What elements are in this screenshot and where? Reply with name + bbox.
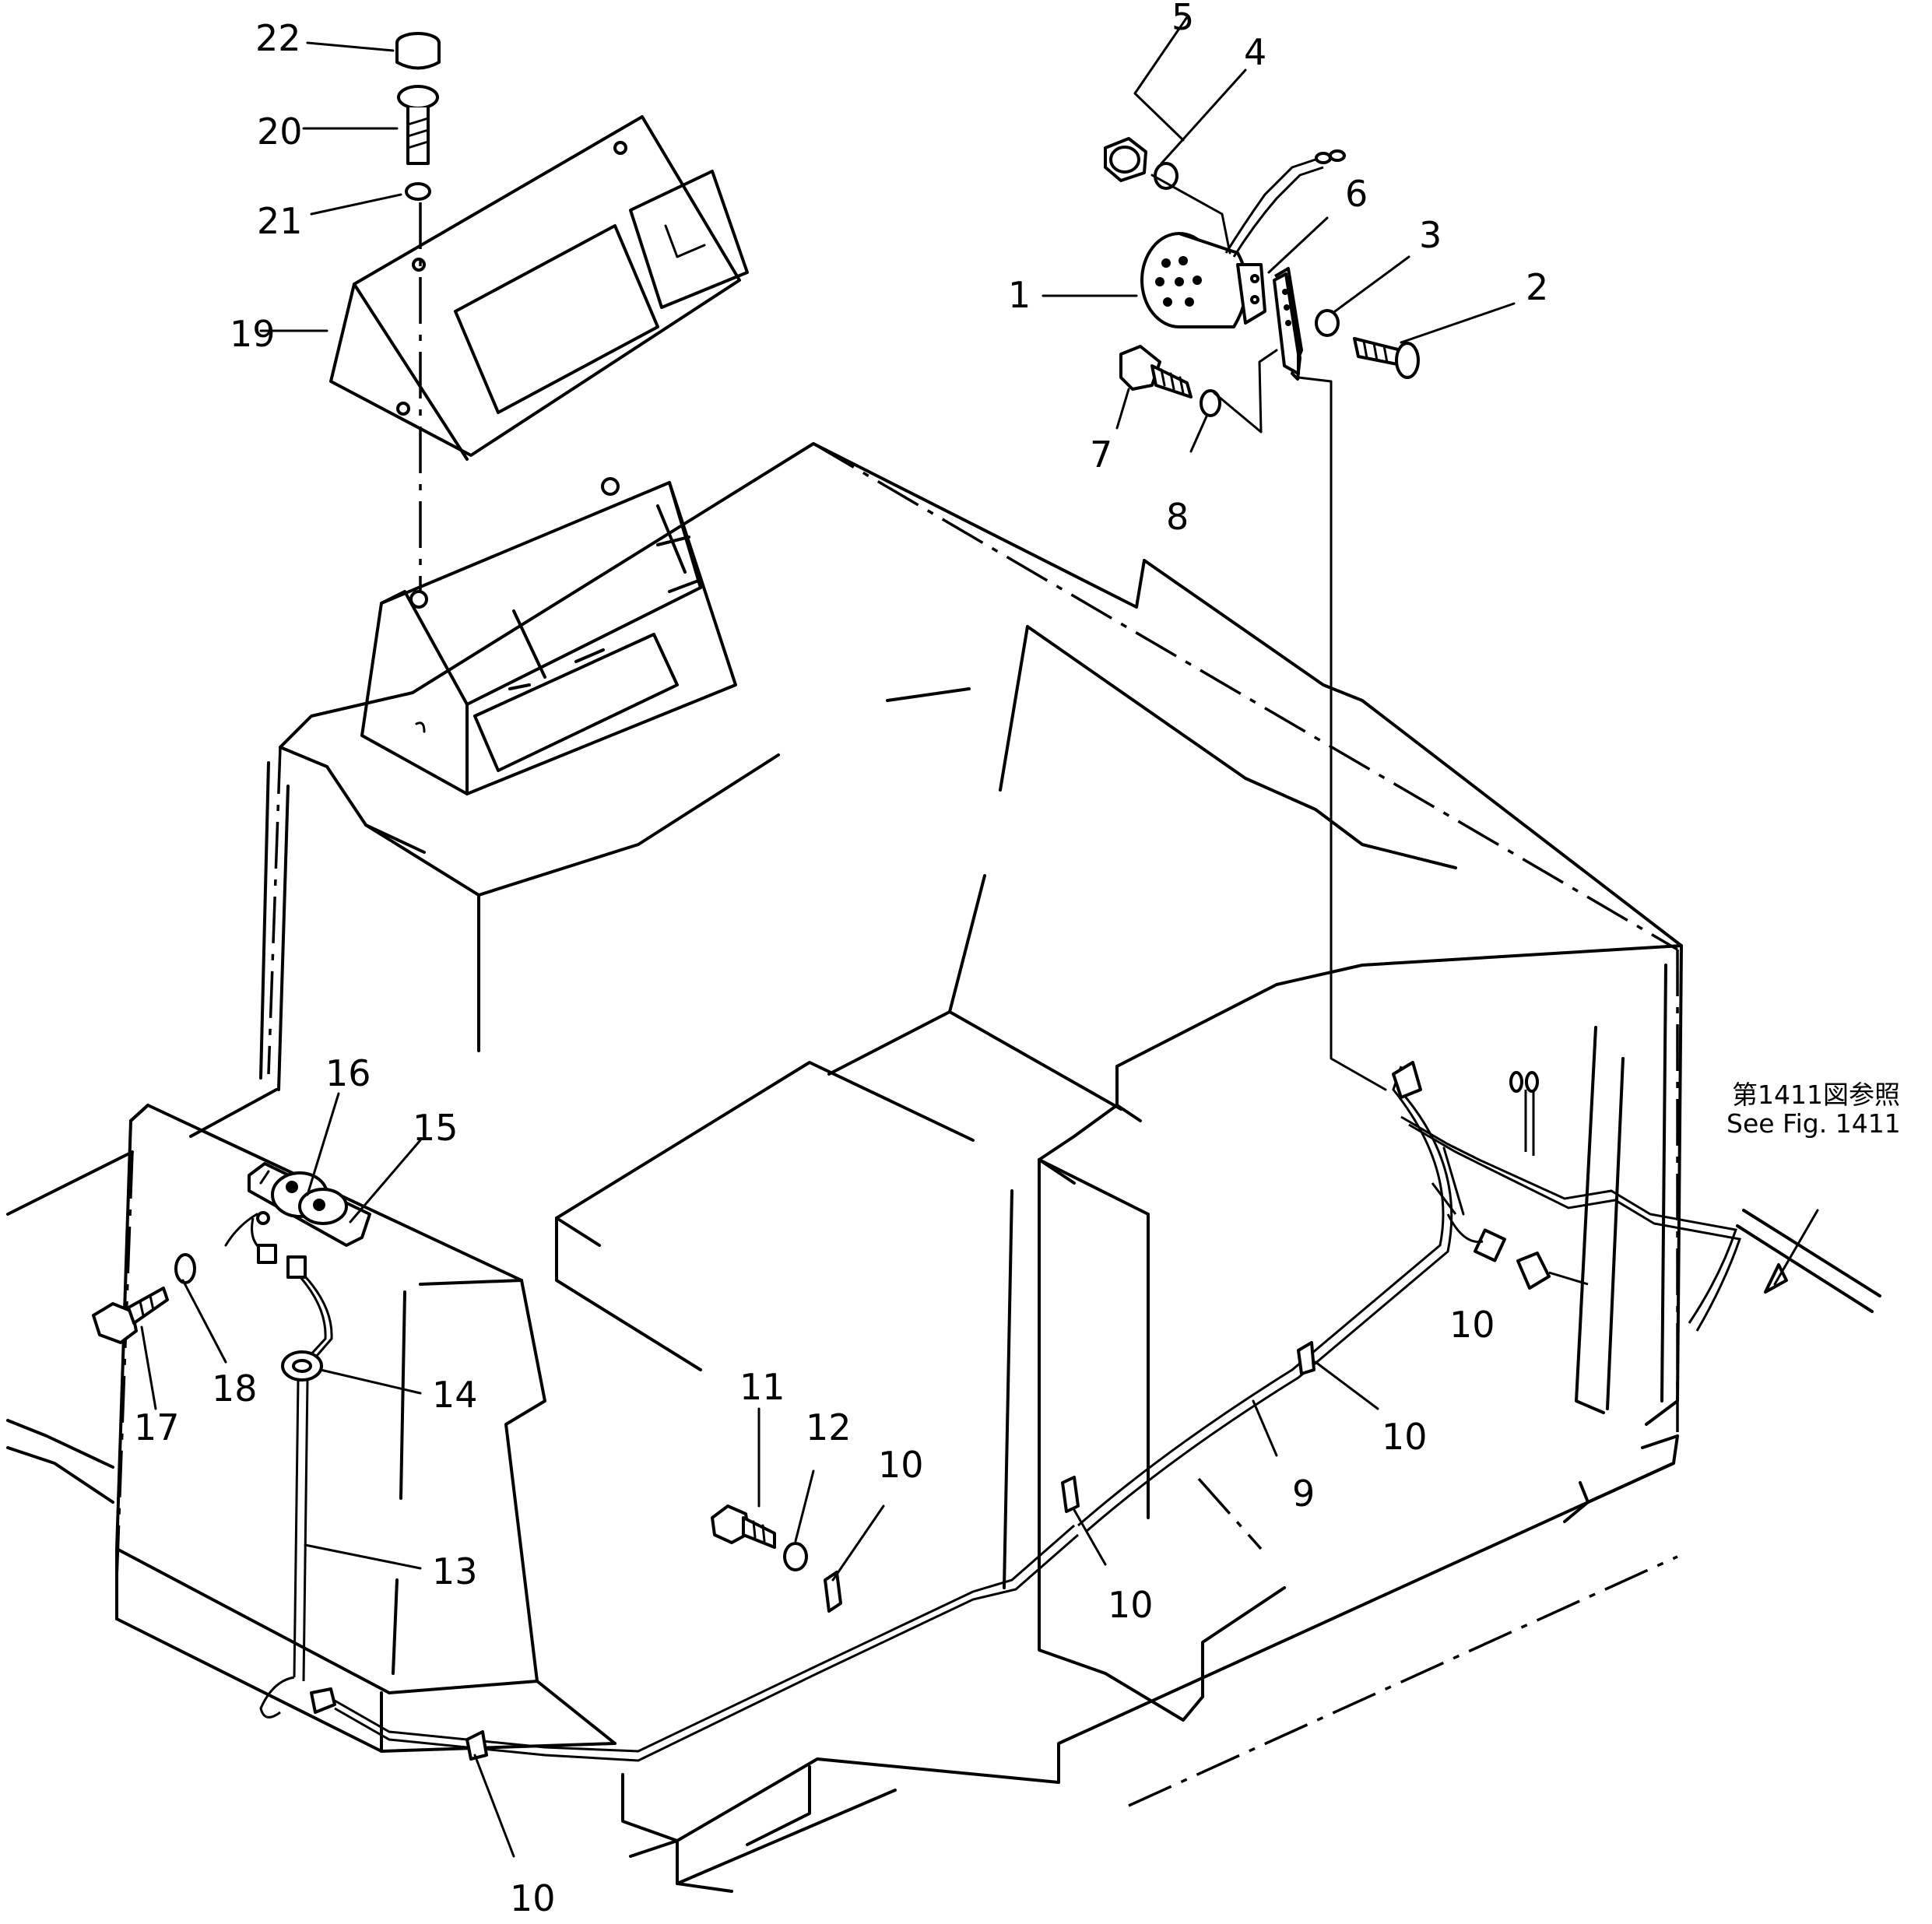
- callout-3: 3: [1419, 214, 1442, 256]
- callout-10-right-top: 10: [1449, 1304, 1495, 1346]
- callout-8: 8: [1166, 496, 1189, 538]
- callout-4: 4: [1244, 31, 1266, 73]
- leader-lines: [140, 16, 1819, 1858]
- callout-20: 20: [257, 111, 303, 153]
- callout-22: 22: [255, 17, 301, 59]
- reference-jp: 第1411図参照: [1732, 1080, 1900, 1110]
- callout-13: 13: [432, 1550, 478, 1592]
- callout-9: 9: [1292, 1473, 1315, 1515]
- callout-18: 18: [212, 1368, 258, 1410]
- reference-en: See Fig. 1411: [1727, 1108, 1901, 1139]
- callout-14: 14: [432, 1374, 478, 1416]
- dashboard-installed: [360, 477, 737, 795]
- wire-harness-9: [465, 1061, 1881, 1761]
- callout-2: 2: [1526, 266, 1548, 308]
- bolt-17-washer-18: [92, 1253, 196, 1344]
- callout-6: 6: [1345, 173, 1368, 215]
- cab-body: [6, 442, 1683, 1893]
- callout-15: 15: [413, 1107, 458, 1149]
- callout-7: 7: [1090, 434, 1112, 476]
- callout-10-right-mid: 10: [1382, 1416, 1428, 1458]
- callout-10-bottom: 10: [510, 1877, 556, 1919]
- wire-harness-13: [259, 1255, 1079, 1762]
- callout-12: 12: [806, 1406, 852, 1448]
- callout-1: 1: [1008, 274, 1031, 316]
- callout-16: 16: [325, 1052, 371, 1094]
- callout-10-center: 10: [878, 1444, 924, 1486]
- callout-17: 17: [134, 1406, 180, 1448]
- switch-panel: [224, 1162, 371, 1264]
- buzzer-assembly: [1104, 137, 1420, 1091]
- callout-21: 21: [257, 200, 303, 242]
- callout-labels: 1 2 3 4 5 6 7 8 9 10 10 10 10 10 11 12 1…: [134, 0, 1548, 1919]
- figure-reference: 第1411図参照 See Fig. 1411: [1727, 1080, 1901, 1139]
- callout-19: 19: [230, 313, 276, 355]
- callout-5: 5: [1171, 0, 1194, 38]
- bolt-11-washer-12: [711, 1504, 808, 1571]
- dashboard-cover: [329, 115, 749, 592]
- cap-bolt-washer-parts: [395, 32, 441, 201]
- callout-11: 11: [739, 1366, 785, 1408]
- callout-10-right-low: 10: [1108, 1584, 1154, 1626]
